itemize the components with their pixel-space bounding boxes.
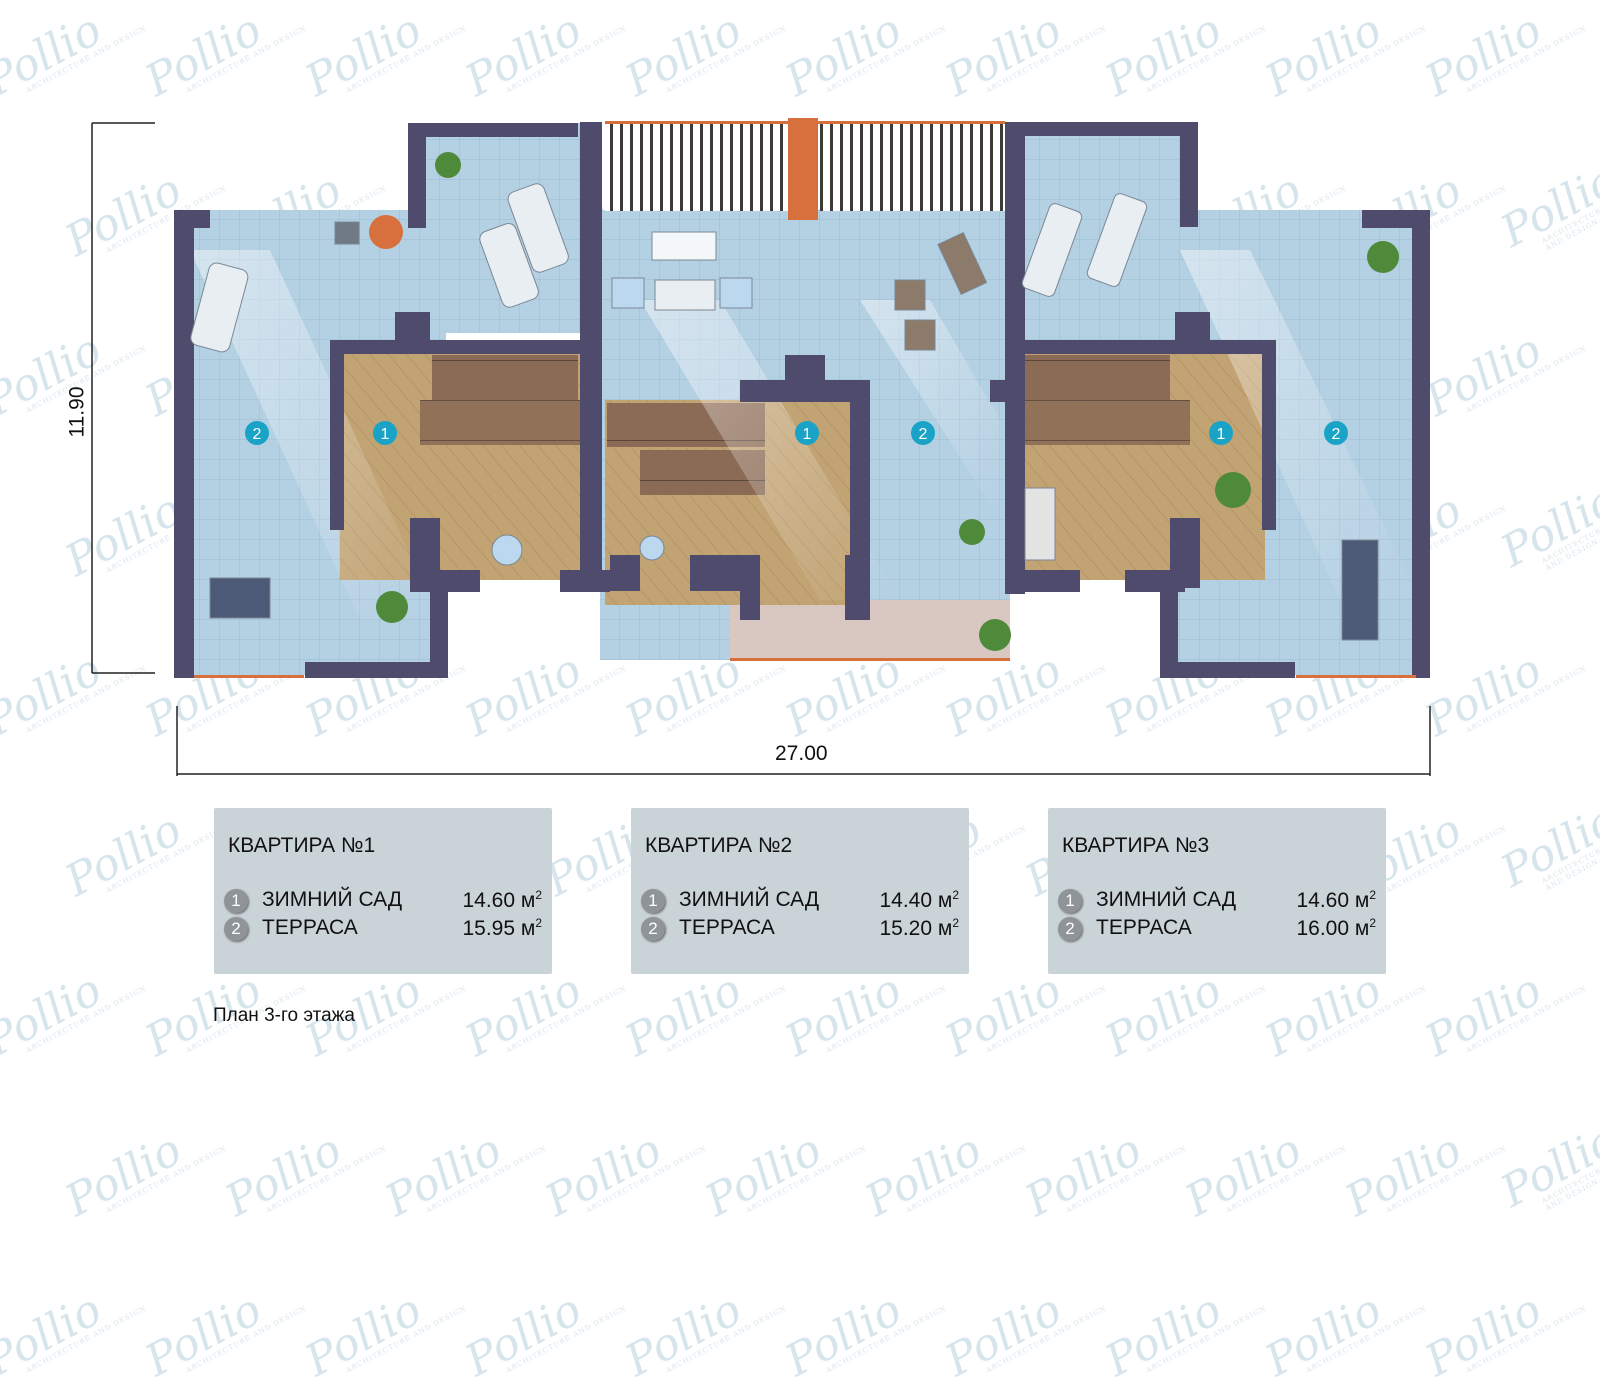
apartment-card-3: КВАРТИРА №3 1 ЗИМНИЙ САД 14.60 м2 2 ТЕРР… [1048,808,1386,974]
row-area-value: 14.40 м2 [879,888,959,912]
row-number-badge: 1 [641,889,665,913]
dimension-lines [91,122,1431,776]
apartment-card-1: КВАРТИРА №1 1 ЗИМНИЙ САД 14.60 м2 2 ТЕРР… [214,808,552,974]
area-row-terrace: 2 ТЕРРАСА 16.00 м2 [1058,916,1376,942]
apartment-title: КВАРТИРА №1 [228,834,376,857]
row-label: ЗИМНИЙ САД [679,888,820,911]
row-area-value: 14.60 м2 [462,888,542,912]
height-dimension-label: 11.90 [65,386,89,438]
row-label: ЗИМНИЙ САД [1096,888,1237,911]
railing [605,118,1005,220]
row-label: ТЕРРАСА [1096,916,1192,939]
winter-garden-marker: 1 [795,421,819,445]
row-area-value: 15.95 м2 [462,916,542,940]
walls [174,122,1430,678]
winter-garden-marker: 1 [373,421,397,445]
row-label: ЗИМНИЙ САД [262,888,403,911]
row-label: ТЕРРАСА [262,916,358,939]
terrace-trim [194,658,1416,678]
furniture [190,183,1379,641]
row-area-value: 16.00 м2 [1296,916,1376,940]
room-markers: 2 1 1 2 1 2 [245,421,1348,445]
svg-text:2: 2 [1332,426,1341,443]
sunlight [190,250,1420,620]
area-row-terrace: 2 ТЕРРАСА 15.95 м2 [224,916,542,942]
row-area-value: 15.20 м2 [879,916,959,940]
svg-text:1: 1 [381,426,390,443]
apartment-title: КВАРТИРА №2 [645,834,793,857]
apartment-card-2: КВАРТИРА №2 1 ЗИМНИЙ САД 14.40 м2 2 ТЕРР… [631,808,969,974]
row-number-badge: 2 [641,917,665,941]
floor-plan: 2 1 1 2 1 2 [91,118,1431,776]
row-number-badge: 2 [224,917,248,941]
area-row-winter-garden: 1 ЗИМНИЙ САД 14.60 м2 [1058,888,1376,914]
row-label: ТЕРРАСА [679,916,775,939]
area-row-terrace: 2 ТЕРРАСА 15.20 м2 [641,916,959,942]
terrace-marker: 2 [911,421,935,445]
row-number-badge: 1 [1058,889,1082,913]
winter-garden-marker: 1 [1209,421,1233,445]
row-number-badge: 2 [1058,917,1082,941]
svg-text:1: 1 [803,426,812,443]
svg-text:1: 1 [1217,426,1226,443]
row-area-value: 14.60 м2 [1296,888,1376,912]
apartment-title: КВАРТИРА №3 [1062,834,1210,857]
plants [376,152,1399,651]
terrace-marker: 2 [245,421,269,445]
width-dimension-label: 27.00 [775,742,828,765]
area-row-winter-garden: 1 ЗИМНИЙ САД 14.40 м2 [641,888,959,914]
row-number-badge: 1 [224,889,248,913]
svg-text:2: 2 [919,426,928,443]
terrace-marker: 2 [1324,421,1348,445]
area-row-winter-garden: 1 ЗИМНИЙ САД 14.60 м2 [224,888,542,914]
plan-caption: План 3-го этажа [213,1005,355,1026]
svg-text:2: 2 [253,426,262,443]
